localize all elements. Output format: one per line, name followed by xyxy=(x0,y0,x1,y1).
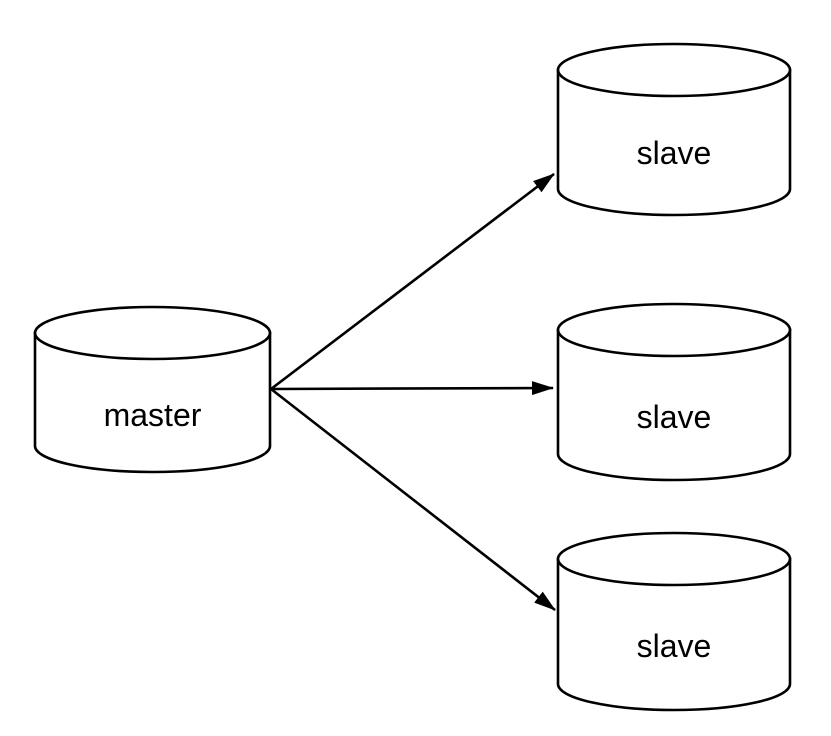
slave-node-middle: slave xyxy=(556,302,792,482)
master-node: master xyxy=(33,305,272,474)
replication-edges xyxy=(270,172,556,612)
master-cylinder-lid-icon xyxy=(33,305,272,361)
edge-master-to-slave-bottom xyxy=(270,387,556,612)
slave-middle-node-label: slave xyxy=(637,399,712,435)
slave-bottom-node-label: slave xyxy=(637,628,712,664)
slave-middle-cylinder-lid-icon xyxy=(556,302,792,358)
slave-bottom-cylinder-body-icon xyxy=(556,557,792,712)
master-cylinder-body-icon xyxy=(33,331,272,474)
slave-top-node-label: slave xyxy=(637,135,712,171)
slave-middle-cylinder-body-icon xyxy=(556,328,792,482)
edge-master-to-slave-middle xyxy=(270,381,554,396)
slave-top-cylinder-body-icon xyxy=(556,68,792,217)
slave-node-bottom: slave xyxy=(556,531,792,712)
slave-node-top: slave xyxy=(556,42,792,217)
edge-master-to-slave-top xyxy=(270,172,555,391)
slave-bottom-cylinder-lid-icon xyxy=(556,531,792,587)
slave-top-cylinder-lid-icon xyxy=(556,42,792,98)
master-node-label: master xyxy=(104,397,202,433)
